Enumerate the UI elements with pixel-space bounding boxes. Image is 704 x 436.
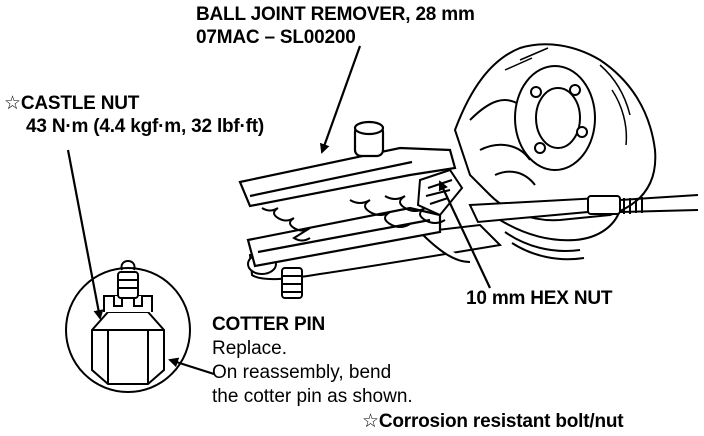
remover-springs [261,195,446,242]
remover-part-number: 07MAC – SL00200 [196,27,356,48]
castle-nut-detail [65,260,191,393]
castle-nut-leader [66,149,104,320]
cotter-pin-note-2: the cotter pin as shown. [212,386,413,407]
tie-rod [468,194,699,224]
corrosion-footnote: ☆Corrosion resistant bolt/nut [362,411,624,432]
castle-nut-torque: 43 N·m (4.4 kgf·m, 32 lbf·ft) [26,116,265,137]
remover-leader [319,45,362,154]
cotter-pin-note-1: On reassembly, bend [212,362,392,383]
cotter-pin-leader [168,357,215,376]
cotter-pin-title: COTTER PIN [212,314,326,335]
remover-pressure-bolt [281,267,303,299]
leader-arrows [66,45,491,376]
hex-nut-leader [438,180,491,289]
cotter-pin-replace: Replace. [212,338,287,359]
hex-nut-label: 10 mm HEX NUT [466,288,613,309]
drive-shaft-boot [499,209,621,261]
remover-title: BALL JOINT REMOVER, 28 mm [196,4,475,25]
remover-lower-arm [246,206,442,268]
ball-joint-stud [416,168,464,217]
hub-flange [514,65,596,171]
castle-nut-title: ☆CASTLE NUT [4,93,140,114]
remover-upper-arm [238,120,457,208]
